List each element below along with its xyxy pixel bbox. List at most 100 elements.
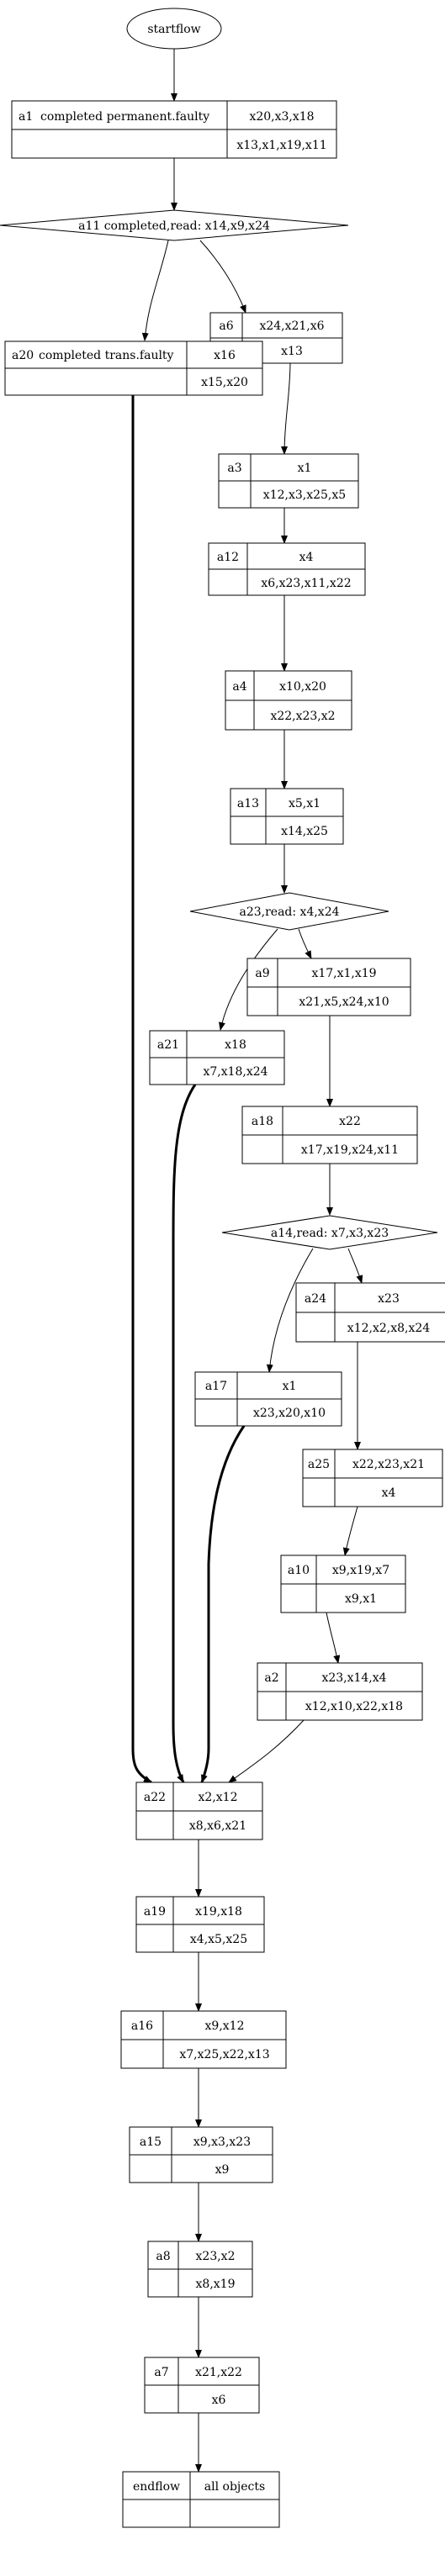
node-a16: a16 x9,x12 x7,x25,x22,x13 xyxy=(120,2010,287,2069)
node-a8: a8 x23,x2 x8,x19 xyxy=(147,2241,253,2298)
node-a22-id: a22 xyxy=(144,1791,166,1804)
node-a24-id: a24 xyxy=(305,1292,326,1306)
node-a9-top: x17,x1,x19 xyxy=(311,967,376,980)
node-a6-id: a6 xyxy=(219,319,233,333)
node-a2: a2 x23,x14,x4 x12,x10,x22,x18 xyxy=(257,1662,423,1721)
node-a17-id: a17 xyxy=(205,1380,227,1393)
node-a8-id: a8 xyxy=(156,2250,170,2263)
node-a22-top: x2,x12 xyxy=(199,1791,238,1804)
node-a10-id: a10 xyxy=(288,1564,310,1577)
node-a1-bottom: x13,x1,x19,x11 xyxy=(236,139,326,152)
decision-a11-label: a11 completed,read: x14,x9,x24 xyxy=(78,219,270,233)
edge-a14-a24 xyxy=(347,1248,363,1284)
node-a20-bottom: x15,x20 xyxy=(201,376,248,389)
start-label: startflow xyxy=(147,23,200,36)
decision-a14: a14,read: x7,x3,x23 xyxy=(221,1215,438,1250)
edge-a14-a17 xyxy=(266,1248,314,1373)
decision-a11: a11 completed,read: x14,x9,x24 xyxy=(0,209,349,241)
node-a12: a12 x4 x6,x23,x11,x22 xyxy=(208,542,366,596)
node-a25-bottom: x4 xyxy=(382,1486,396,1500)
node-a7-id: a7 xyxy=(154,2366,168,2379)
end-text: all objects xyxy=(204,2480,265,2494)
decision-a14-label: a14,read: x7,x3,x23 xyxy=(271,1227,389,1240)
edge-a23-a9 xyxy=(298,928,312,959)
node-a4: a4 x10,x20 x22,x23,x2 xyxy=(225,670,352,731)
node-a2-id: a2 xyxy=(264,1671,278,1685)
end-node: endflow all objects xyxy=(122,2471,280,2528)
node-a3-top: x1 xyxy=(298,462,312,475)
edge-a11-a6 xyxy=(199,240,246,314)
node-a16-id: a16 xyxy=(131,2019,153,2033)
node-a6: a6 x24,x21,x6 x13 xyxy=(209,312,343,364)
node-a22: a22 x2,x12 x8,x6,x21 xyxy=(135,1782,263,1840)
node-a20-top: x16 xyxy=(214,349,236,362)
decision-a23-label: a23,read: x4,x24 xyxy=(239,905,339,919)
node-a1-label: completed permanent.faulty xyxy=(40,110,209,124)
edge-a21-a22 xyxy=(172,1084,197,1783)
node-a19-id: a19 xyxy=(144,1905,166,1919)
node-a25-top: x22,x23,x21 xyxy=(352,1458,425,1471)
node-a15-id: a15 xyxy=(140,2135,162,2149)
node-a18-bottom: x17,x19,x24,x11 xyxy=(301,1143,399,1157)
node-a15: a15 x9,x3,x23 x9 xyxy=(129,2126,273,2183)
node-a21-bottom: x7,x18,x24 xyxy=(203,1065,268,1079)
node-a20-id: a20 xyxy=(12,349,34,362)
node-a7: a7 x21,x22 x6 xyxy=(144,2357,260,2414)
node-a8-bottom: x8,x19 xyxy=(196,2278,236,2291)
node-a17-bottom: x23,x20,x10 xyxy=(253,1407,326,1420)
node-a13-bottom: x14,x25 xyxy=(281,825,328,838)
node-a6-top: x24,x21,x6 xyxy=(259,319,324,333)
node-a19: a19 x19,x18 x4,x5,x25 xyxy=(135,1896,265,1953)
node-a24: a24 x23 x12,x2,x8,x24 xyxy=(295,1282,445,1343)
edge-a10-a2 xyxy=(326,1612,341,1664)
node-a15-top: x9,x3,x23 xyxy=(193,2135,251,2149)
node-a20-label: completed trans.faulty xyxy=(39,349,174,362)
node-a15-bottom: x9 xyxy=(215,2163,230,2177)
node-a1-top: x20,x3,x18 xyxy=(249,110,314,124)
node-a25: a25 x22,x23,x21 x4 xyxy=(302,1449,443,1507)
edge-a2-a22 xyxy=(228,1718,305,1783)
node-a2-top: x23,x14,x4 xyxy=(321,1671,386,1685)
edge-a6-a3 xyxy=(281,361,291,455)
edge-a23-a21 xyxy=(219,928,278,1031)
node-a21: a21 x18 x7,x18,x24 xyxy=(149,1030,285,1085)
node-a4-id: a4 xyxy=(232,680,246,694)
node-a2-bottom: x12,x10,x22,x18 xyxy=(305,1700,403,1713)
start-node: startflow xyxy=(126,8,222,50)
node-a24-bottom: x12,x2,x8,x24 xyxy=(347,1322,430,1335)
node-a17-top: x1 xyxy=(283,1380,297,1393)
edge-a11-a20 xyxy=(141,240,169,341)
node-a18: a18 x22 x17,x19,x24,x11 xyxy=(241,1106,418,1164)
node-a22-bottom: x8,x6,x21 xyxy=(189,1819,246,1833)
node-a12-bottom: x6,x23,x11,x22 xyxy=(261,577,351,590)
node-a1-id: a1 xyxy=(19,110,33,124)
node-a19-bottom: x4,x5,x25 xyxy=(190,1933,247,1946)
decision-a23: a23,read: x4,x24 xyxy=(189,892,389,931)
node-a4-bottom: x22,x23,x2 xyxy=(270,710,335,723)
node-a7-bottom: x6 xyxy=(212,2394,226,2407)
node-a12-id: a12 xyxy=(217,551,239,564)
node-a19-top: x19,x18 xyxy=(195,1905,242,1919)
bold-edges xyxy=(131,395,246,1784)
edges xyxy=(141,49,363,2473)
node-a18-id: a18 xyxy=(252,1115,273,1128)
node-a9: a9 x17,x1,x19 x21,x5,x24,x10 xyxy=(246,958,411,1016)
node-a13-id: a13 xyxy=(237,797,259,810)
edge-a17-a22 xyxy=(200,1425,246,1783)
node-a18-top: x22 xyxy=(339,1115,361,1128)
node-a10: a10 x9,x19,x7 x9,x1 xyxy=(280,1555,406,1613)
node-a3: a3 x1 x12,x3,x25,x5 xyxy=(218,453,359,509)
node-a17: a17 x1 x23,x20,x10 xyxy=(194,1371,342,1427)
node-a3-bottom: x12,x3,x25,x5 xyxy=(263,488,346,502)
node-a1: a1 completed permanent.faulty x20,x3,x18… xyxy=(11,100,337,159)
node-a10-top: x9,x19,x7 xyxy=(332,1564,389,1577)
node-a12-top: x4 xyxy=(299,551,314,564)
node-a6-bottom: x13 xyxy=(281,345,303,358)
node-a24-top: x23 xyxy=(378,1292,400,1306)
node-a9-id: a9 xyxy=(255,967,269,980)
node-a3-id: a3 xyxy=(227,462,241,475)
edge-a20-a22 xyxy=(131,395,152,1784)
node-a13: a13 x5,x1 x14,x25 xyxy=(230,788,344,845)
node-a21-id: a21 xyxy=(157,1038,179,1052)
